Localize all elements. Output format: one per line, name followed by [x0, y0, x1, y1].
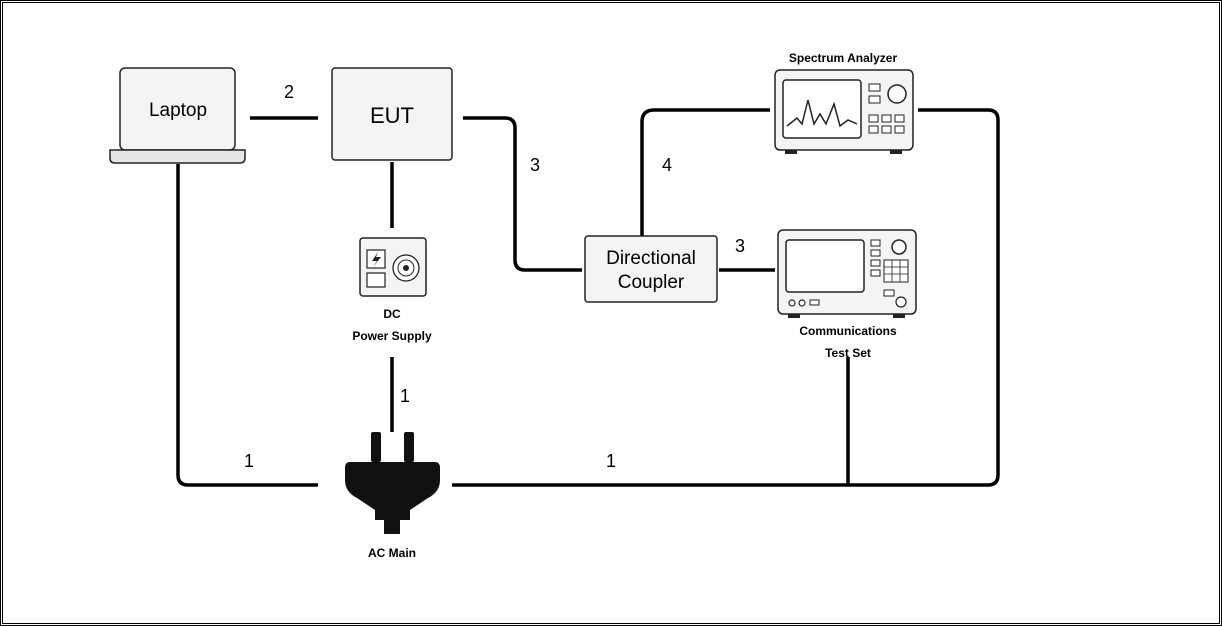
connection-label-laptop-acmain: 1 [244, 451, 254, 471]
coupler-label-line2: Coupler [618, 272, 685, 293]
ac-main-device: AC Main [345, 432, 440, 560]
analyzer-knob-icon [887, 84, 907, 104]
psu-label-line2: Power Supply [352, 329, 432, 343]
analyzer-foot-left [785, 150, 797, 154]
testset-label-line2: Test Set [825, 346, 871, 360]
testset-port-1 [788, 299, 796, 307]
testset-key-3 [870, 259, 881, 267]
testset-screen [785, 239, 865, 293]
plug-icon [345, 462, 440, 520]
plug-prong-left [371, 432, 381, 462]
testset-knob-icon [891, 239, 907, 255]
lightning-icon [372, 252, 381, 267]
wire-coupler-analyzer [640, 108, 770, 236]
testset-foot-left [788, 314, 800, 318]
analyzer-foot-right [890, 150, 902, 154]
eut-box [331, 67, 453, 161]
testset-slot [809, 299, 820, 306]
testset-foot-right [893, 314, 905, 318]
testset-key-4 [870, 269, 881, 277]
testset-key-2 [870, 249, 881, 257]
fan-ring [397, 259, 415, 277]
analyzer-key-6 [868, 125, 879, 134]
analyzer-label: Spectrum Analyzer [789, 51, 898, 65]
wire-eut-coupler [463, 116, 582, 272]
wire-laptop-acmain [176, 164, 318, 487]
spectrum-analyzer-device: Spectrum Analyzer [774, 51, 914, 154]
fan-hub [403, 265, 409, 271]
testset-button [883, 289, 895, 297]
plug-prong-right [404, 432, 414, 462]
connection-labels: 2 3 4 3 1 1 1 [244, 82, 745, 471]
directional-coupler-device: Directional Coupler [584, 235, 718, 303]
laptop-label: Laptop [149, 100, 207, 121]
connection-label-coupler-testset: 3 [735, 236, 745, 256]
dc-power-supply-device: DC Power Supply [352, 237, 432, 343]
analyzer-key-7 [881, 125, 892, 134]
testset-label-line1: Communications [799, 324, 897, 338]
connection-label-psu-acmain: 1 [400, 386, 410, 406]
connection-label-acmain-instruments: 1 [606, 451, 616, 471]
plug-cord [384, 520, 400, 534]
analyzer-key-8 [894, 125, 905, 134]
psu-label-line1: DC [383, 307, 401, 321]
testset-small-knob-icon [895, 296, 907, 308]
laptop-base [109, 149, 246, 164]
eut-label: EUT [370, 103, 414, 128]
analyzer-key-3 [868, 114, 879, 123]
psu-socket [366, 272, 386, 288]
testset-keypad-grid [884, 260, 908, 282]
laptop-device: Laptop [109, 67, 246, 164]
wires [176, 108, 1000, 487]
analyzer-key-1 [868, 83, 881, 92]
wire-acmain-instruments [452, 108, 1000, 487]
analyzer-key-2 [868, 95, 881, 104]
analyzer-key-4 [881, 114, 892, 123]
eut-device: EUT [331, 67, 453, 161]
connection-label-laptop-eut: 2 [284, 82, 294, 102]
analyzer-key-5 [894, 114, 905, 123]
connection-label-eut-coupler: 3 [530, 155, 540, 175]
coupler-box [584, 235, 718, 303]
analyzer-screen [782, 79, 862, 139]
connection-label-coupler-analyzer: 4 [662, 155, 672, 175]
coupler-label-line1: Directional [606, 248, 696, 269]
communications-test-set-device: Communications Test Set [777, 229, 917, 360]
testset-key-1 [870, 239, 881, 247]
spectrum-trace-icon [786, 99, 858, 128]
testset-port-2 [798, 299, 806, 307]
testset-keypad [883, 259, 909, 283]
ac-main-label: AC Main [368, 546, 416, 560]
